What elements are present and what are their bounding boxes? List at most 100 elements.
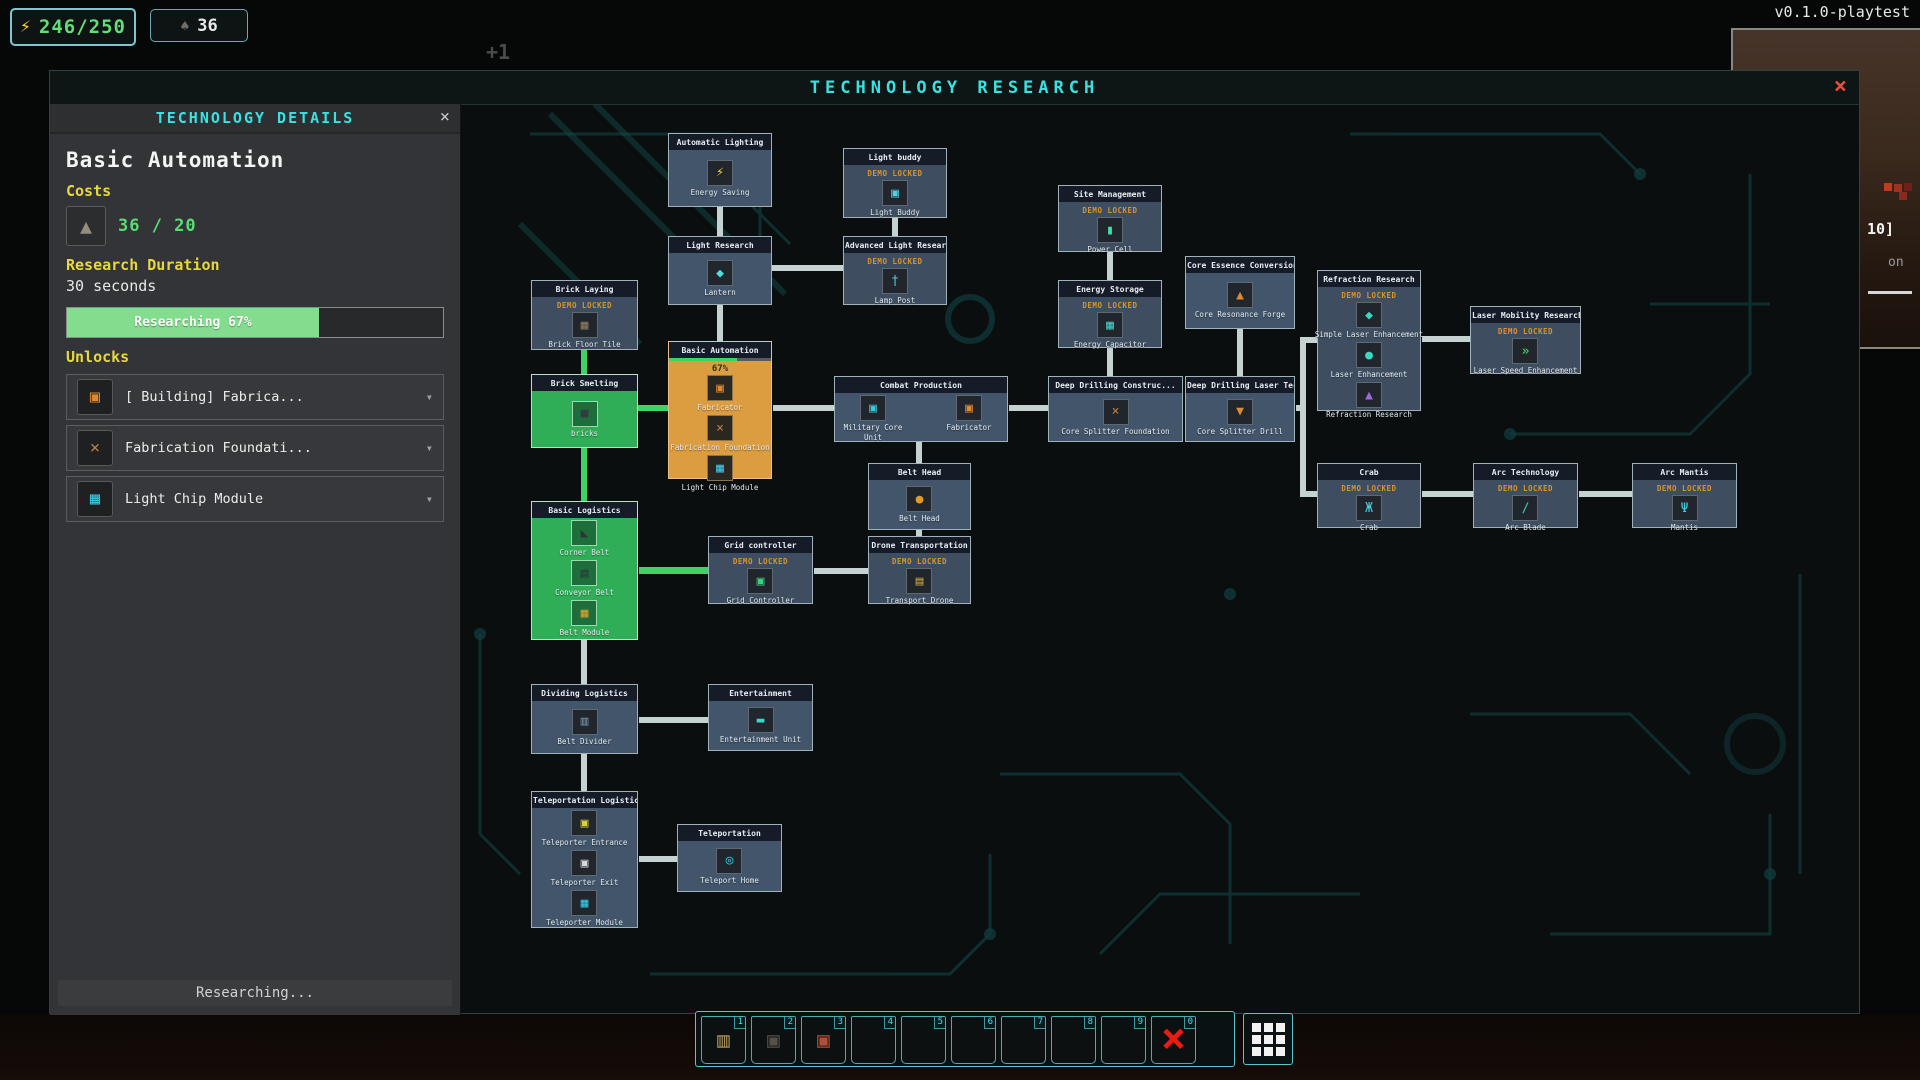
node-unlock-label: Brick Floor Tile	[548, 340, 621, 349]
node-unlock-item: ×Fabrication Foundation	[670, 415, 770, 452]
teleporter-entrance-icon: ▣	[571, 810, 598, 836]
laser-icon: ◆	[1356, 302, 1382, 328]
laser-speed-icon: »	[1512, 338, 1539, 364]
hotbar-slot-6[interactable]: 6	[951, 1016, 996, 1064]
grid-menu-icon	[1251, 1022, 1285, 1056]
panel-header: TECHNOLOGY RESEARCH ×	[50, 71, 1859, 105]
drone-icon: ▤	[906, 568, 933, 594]
capacitor-icon: ▦	[1097, 312, 1123, 338]
brick-tile-icon: ▦	[571, 312, 598, 338]
tech-node-body: ◆Lantern	[669, 253, 771, 304]
node-unlock-item: ▣Teleporter Exit	[551, 850, 618, 887]
node-unlock-item: ▦Light Chip Module	[682, 455, 758, 492]
unlock-row[interactable]: ▣[ Building] Fabrica...▾	[66, 374, 444, 420]
unlocks-list: ▣[ Building] Fabrica...▾ ×Fabrication Fou…	[66, 374, 444, 522]
tech-connection-line	[1422, 336, 1471, 342]
node-unlock-label: Simple Laser Enhancement	[1314, 330, 1424, 339]
chevron-down-icon: ▾	[425, 390, 433, 404]
cost-row: ▲ 36 / 20	[66, 206, 444, 246]
hotbar-slot-0[interactable]: 0×	[1151, 1016, 1196, 1064]
hotbar-slot-7[interactable]: 7	[1001, 1016, 1046, 1064]
forge-icon: ▲	[1227, 282, 1253, 308]
tech-node-deep-drilling-construction[interactable]: Deep Drilling Construc...×Core Splitter …	[1048, 376, 1183, 442]
tech-node-light-research[interactable]: Light Research◆Lantern	[668, 236, 772, 305]
tech-node-title: Laser Mobility Research	[1471, 307, 1580, 323]
tech-node-teleportation-logistics[interactable]: Teleportation Logistics▣Teleporter Entra…	[531, 791, 638, 928]
tech-node-dividing-logistics[interactable]: Dividing Logistics▥Belt Divider	[531, 684, 638, 754]
panel-close-icon[interactable]: ×	[1833, 74, 1847, 99]
tech-connection-line	[916, 442, 922, 464]
hotbar-slot-3[interactable]: 3▣	[801, 1016, 846, 1064]
tech-node-title: Basic Automation	[669, 342, 771, 358]
tech-node-teleportation[interactable]: Teleportation◎Teleport Home	[677, 824, 782, 892]
tech-node-basic-logistics[interactable]: Basic Logistics◣Corner Belt▤Conveyor Bel…	[531, 501, 638, 640]
node-unlock-label: Light Buddy	[870, 208, 920, 217]
tech-connection-line	[1422, 491, 1474, 497]
hotbar-slot-4[interactable]: 4	[851, 1016, 896, 1064]
node-unlock-item: ▣Fabricator	[697, 375, 743, 412]
sidebar-header: TECHNOLOGY DETAILS ×	[50, 104, 460, 134]
node-unlock-label: Entertainment Unit	[719, 735, 802, 744]
researching-button[interactable]: Researching...	[58, 980, 452, 1006]
hotbar-slot-number: 9	[1133, 1017, 1145, 1029]
demo-locked-label: DEMO LOCKED	[891, 557, 948, 566]
node-unlock-label: Belt Divider	[557, 736, 612, 746]
technology-tree: Automatic Lighting⚡Energy Saving Light bu…	[50, 71, 1861, 1015]
research-duration-value: 30 seconds	[66, 277, 157, 295]
hotbar-slot-8[interactable]: 8	[1051, 1016, 1096, 1064]
tech-node-core-essence-conversion[interactable]: Core Essence Conversion▲Core Resonance F…	[1185, 256, 1295, 329]
build-menu-button[interactable]	[1243, 1013, 1293, 1065]
tech-node-title: Teleportation Logistics	[532, 792, 637, 808]
tech-node-deep-drilling-laser-tech[interactable]: Deep Drilling Laser Tech▼Core Splitter D…	[1185, 376, 1295, 442]
tech-node-brick-smelting[interactable]: Brick Smelting■bricks	[531, 374, 638, 448]
hotbar-slot-number: 5	[933, 1017, 945, 1029]
technology-details-sidebar: TECHNOLOGY DETAILS × Basic Automation Co…	[50, 104, 461, 1015]
sidebar-close-icon[interactable]: ×	[439, 107, 450, 127]
tech-node-title: Arc Mantis	[1633, 464, 1736, 480]
node-unlock-label: Refraction Research	[1326, 410, 1412, 419]
tech-node-combat-production[interactable]: Combat Production▣Military Core Unit▣Fab…	[834, 376, 1008, 442]
tech-node-entertainment[interactable]: Entertainment▬Entertainment Unit	[708, 684, 813, 751]
energy-resource-display: ⚡ 246/250	[10, 8, 136, 46]
minimap-count-fragment: 10]	[1867, 220, 1895, 238]
tech-node-title: Combat Production	[835, 377, 1007, 393]
tech-node-title: Light Research	[669, 237, 771, 253]
tech-node-title: Brick Smelting	[532, 375, 637, 391]
tech-node-body: ◣Corner Belt▤Conveyor Belt▦Belt Module	[532, 518, 637, 639]
node-unlock-item: ◎Teleport Home	[700, 847, 759, 885]
node-unlock-item: ×Core Splitter Foundation	[1061, 398, 1170, 436]
unlock-row[interactable]: ×Fabrication Foundati...▾	[66, 425, 444, 471]
tech-node-automatic-lighting[interactable]: Automatic Lighting⚡Energy Saving	[668, 133, 772, 207]
node-progress-bar	[669, 358, 771, 361]
hotbar-slot-9[interactable]: 9	[1101, 1016, 1146, 1064]
tech-node-belt-head[interactable]: Belt Head●Belt Head	[868, 463, 971, 530]
hotbar-slot-1[interactable]: 1▥	[701, 1016, 746, 1064]
node-unlock-label: Grid Controller	[726, 596, 795, 605]
tech-node-title: Core Essence Conversion	[1186, 257, 1294, 273]
machine-icon: ▣	[767, 1028, 780, 1052]
unlock-row[interactable]: ▦Light Chip Module▾	[66, 476, 444, 522]
hotbar-slot-2[interactable]: 2▣	[751, 1016, 796, 1064]
tech-node-title: Entertainment	[709, 685, 812, 701]
node-unlock-label: Lantern	[704, 288, 736, 297]
foundation-icon: ×	[707, 415, 733, 441]
node-unlock-item: ▦Energy Capacitor	[1074, 312, 1146, 349]
hotbar-slot-5[interactable]: 5	[901, 1016, 946, 1064]
military-core-icon: ▣	[860, 395, 886, 421]
tech-connection-line	[1107, 348, 1113, 377]
